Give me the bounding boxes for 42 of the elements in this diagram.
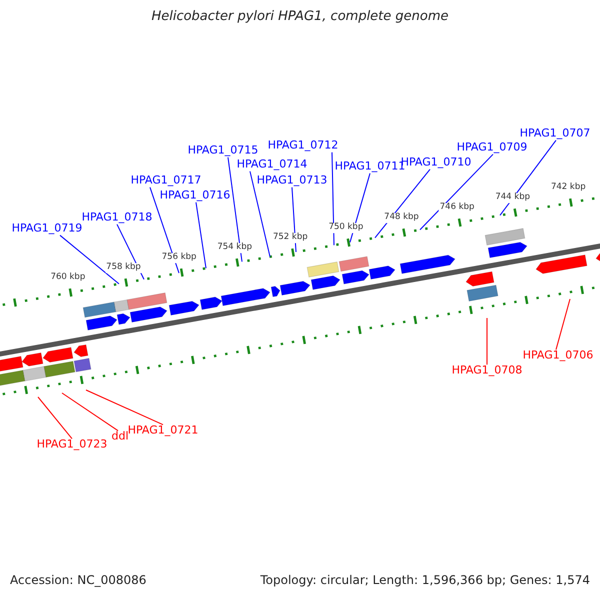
gene-label: ddl [111, 430, 129, 444]
gene-label: HPAG1_0719 [12, 222, 82, 236]
leader-line [60, 234, 120, 284]
gene-label: HPAG1_0706 [522, 350, 594, 362]
gene-label: HPAG1_0713 [256, 174, 328, 188]
diagram-title: Helicobacter pylori HPAG1, complete genome [150, 10, 450, 25]
leader-line [350, 172, 370, 243]
leader-line [86, 390, 164, 426]
leader-line [500, 140, 556, 216]
scale-label: 756 kbp [160, 252, 198, 263]
scale-label: 746 kbp [438, 202, 476, 213]
leader-line [556, 298, 570, 350]
gene-label: HPAG1_0707 [520, 128, 590, 140]
gene-label: HPAG1_0714 [236, 158, 308, 172]
gene-label: HPAG1_0718 [82, 212, 152, 224]
scale-label: 754 kbp [216, 242, 253, 253]
gene-label: HPAG1_0716 [160, 190, 230, 202]
scale-label: 750 kbp [328, 222, 364, 233]
gene-label: HPAG1_0712 [268, 140, 338, 152]
accession-text: Accession: NC_008086 [10, 574, 146, 588]
leader-line [150, 186, 180, 274]
leader-line [196, 202, 206, 269]
gene-label: HPAG1_0715 [188, 144, 258, 158]
leader-line [486, 318, 488, 366]
gene-label: HPAG1_0717 [130, 174, 202, 188]
scale-label: 758 kbp [105, 262, 142, 273]
gene-label: HPAG1_0723 [36, 438, 108, 452]
leader-line [250, 170, 270, 258]
leader-line [332, 152, 334, 246]
leader-line [38, 396, 72, 440]
genome-summary-text: Topology: circular; Length: 1,596,366 bp; Genes: 1,574 [260, 574, 590, 588]
leader-line [420, 154, 494, 230]
scale-label: 760 kbp [50, 272, 86, 283]
gene-label: HPAG1_0708 [452, 364, 522, 378]
leader-line [62, 392, 118, 432]
scale-label: 744 kbp [494, 192, 531, 203]
leader-line [228, 156, 242, 262]
gene-label: HPAG1_0721 [128, 424, 198, 438]
scale-label: 742 kbp [550, 182, 587, 193]
scale-label: 752 kbp [272, 232, 309, 243]
gene-label: HPAG1_0709 [456, 142, 528, 154]
scale-label: 748 kbp [383, 212, 420, 223]
